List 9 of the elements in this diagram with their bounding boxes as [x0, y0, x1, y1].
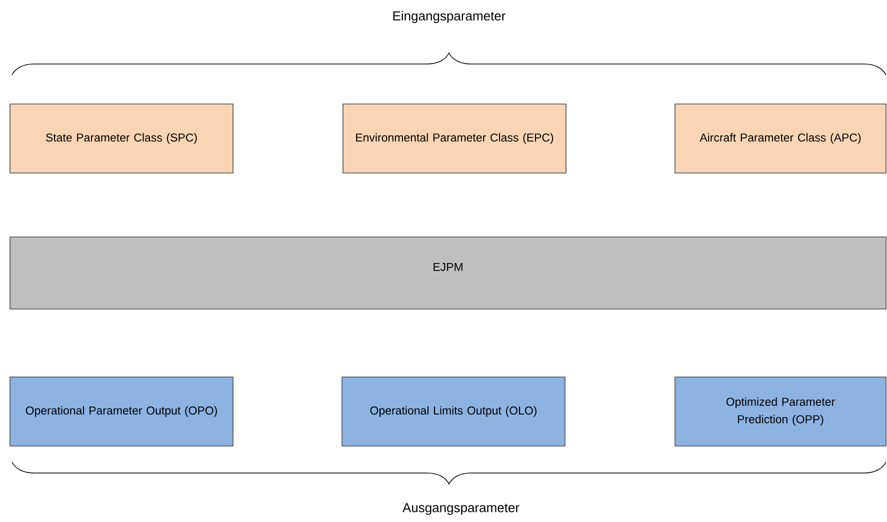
brace-label: Eingangsparameter	[393, 10, 506, 24]
title-bar: EJPM	[10, 236, 886, 310]
class-box: State Parameter Class (SPC)	[10, 104, 234, 174]
class-box: Optimized Parameter Prediction (OPP)	[674, 376, 886, 446]
brace-label: Ausgangsparameter	[402, 503, 520, 515]
class-box: Aircraft Parameter Class (APC)	[674, 104, 886, 174]
class-box: Operational Parameter Output (OPO)	[10, 376, 234, 446]
class-box: Environmental Parameter Class (EPC)	[342, 104, 566, 174]
class-box: Operational Limits Output (OLO)	[342, 376, 566, 446]
